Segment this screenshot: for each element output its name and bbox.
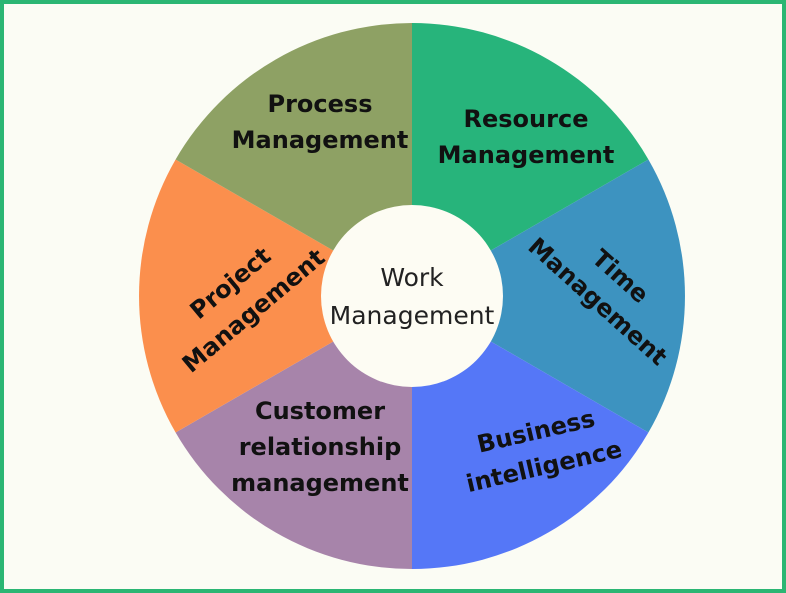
segment-label-line: Resource xyxy=(464,105,589,133)
segment-label-line: management xyxy=(231,469,409,497)
segment-label-line: Management xyxy=(232,126,409,154)
segment-label-customer-relationship-management: Customer relationship management xyxy=(231,397,409,497)
center-circle xyxy=(321,205,503,387)
segment-label-line: relationship xyxy=(239,433,402,461)
center-label-line: Work xyxy=(380,263,444,292)
segment-project-management xyxy=(139,159,412,433)
segment-label-line: Customer xyxy=(255,397,385,425)
segment-time-management xyxy=(412,159,685,433)
center-label-line: Management xyxy=(330,301,495,330)
segment-label-line: Process xyxy=(268,90,373,118)
segment-label-line: Management xyxy=(438,141,615,169)
